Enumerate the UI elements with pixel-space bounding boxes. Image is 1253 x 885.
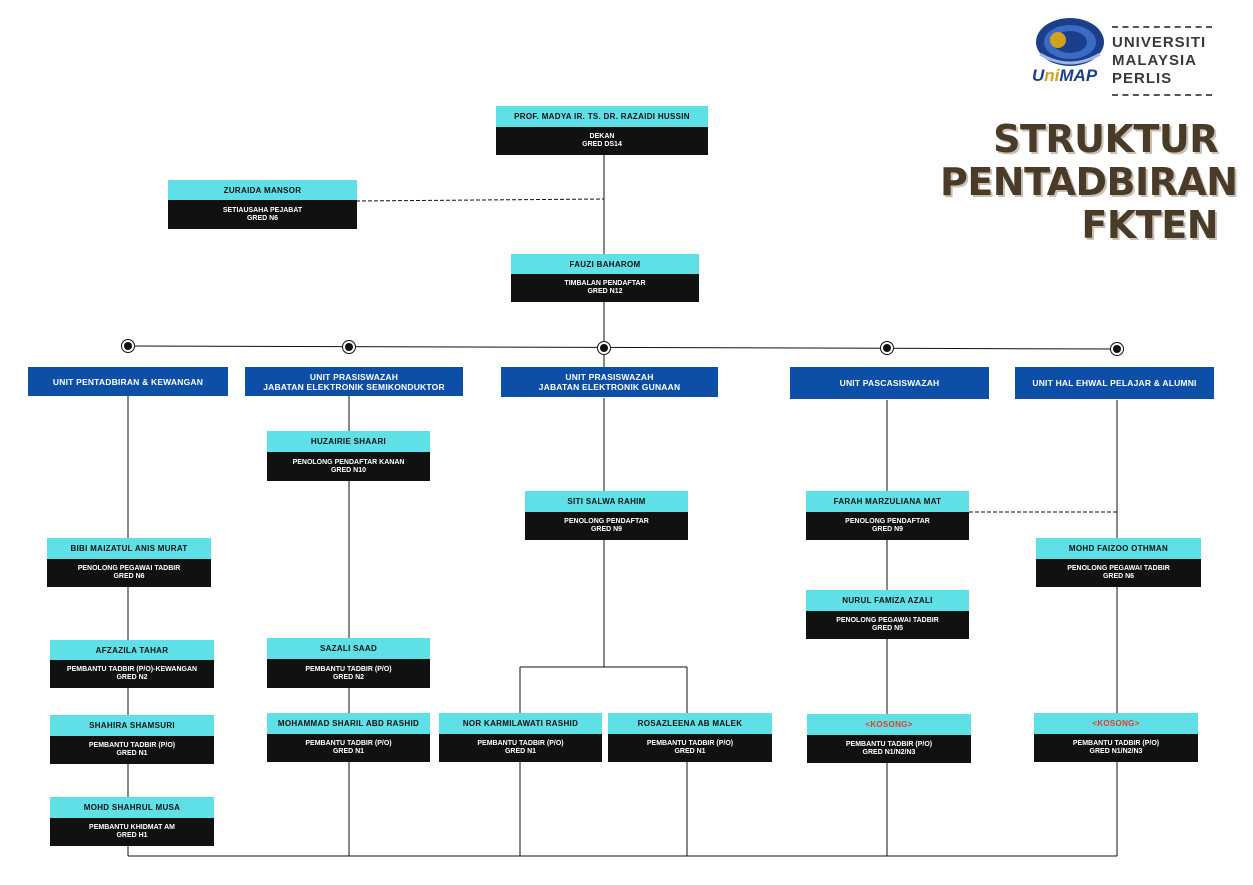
connector-dot bbox=[597, 341, 611, 355]
person-name: SAZALI SAAD bbox=[267, 638, 430, 659]
page-title: STRUKTUR PENTADBIRAN FKTEN bbox=[940, 117, 1238, 247]
position-title: PEMBANTU TADBIR (P/O)GRED N1/N2/N3 bbox=[807, 735, 971, 763]
vacant-label: <KOSONG> bbox=[807, 714, 971, 735]
vacant-box-pascasiswazah: <KOSONG> PEMBANTU TADBIR (P/O)GRED N1/N2… bbox=[807, 714, 971, 763]
staff-box-sharil: MOHAMMAD SHARIL ABD RASHID PEMBANTU TADB… bbox=[267, 713, 430, 762]
unit-pentadbiran-kewangan: UNIT PENTADBIRAN & KEWANGAN bbox=[28, 367, 228, 396]
person-name: MOHAMMAD SHARIL ABD RASHID bbox=[267, 713, 430, 734]
umap-emblem-icon bbox=[1036, 18, 1104, 66]
staff-box-faizoo: MOHD FAIZOO OTHMAN PENOLONG PEGAWAI TADB… bbox=[1036, 538, 1201, 587]
unit-label: UNIT PASCASISWAZAH bbox=[839, 378, 940, 388]
person-name: FAUZI BAHAROM bbox=[511, 254, 699, 274]
logo-abbreviation: UniMAP bbox=[1032, 66, 1098, 85]
unit-prasiswazah-semikonduktor: UNIT PRASISWAZAH JABATAN ELEKTRONIK SEMI… bbox=[245, 367, 463, 396]
person-name: SITI SALWA RAHIM bbox=[525, 491, 688, 512]
person-name: HUZAIRIE SHAARI bbox=[267, 431, 430, 452]
person-name: PROF. MADYA IR. TS. DR. RAZAIDI HUSSIN bbox=[496, 106, 708, 127]
unit-label: JABATAN ELEKTRONIK GUNAAN bbox=[538, 382, 681, 392]
university-logo: UNIVERSITI MALAYSIA PERLIS UniMAP bbox=[1030, 14, 1220, 100]
unit-label: UNIT PRASISWAZAH bbox=[309, 371, 399, 382]
position-title: PEMBANTU TADBIR (P/O)GRED N1/N2/N3 bbox=[1034, 734, 1198, 762]
person-name: NOR KARMILAWATI RASHID bbox=[439, 713, 602, 734]
logo-line-1: UNIVERSITI bbox=[1112, 34, 1207, 51]
staff-box-karmilawati: NOR KARMILAWATI RASHID PEMBANTU TADBIR (… bbox=[439, 713, 602, 762]
unit-prasiswazah-gunaan: UNIT PRASISWAZAH JABATAN ELEKTRONIK GUNA… bbox=[501, 367, 718, 397]
staff-box-sazali: SAZALI SAAD PEMBANTU TADBIR (P/O)GRED N2 bbox=[267, 638, 430, 688]
unit-label: UNIT PENTADBIRAN & KEWANGAN bbox=[52, 376, 204, 387]
connector-dot bbox=[342, 340, 356, 354]
dean-box: PROF. MADYA IR. TS. DR. RAZAIDI HUSSIN D… bbox=[496, 106, 708, 155]
staff-box-huzairie: HUZAIRIE SHAARI PENOLONG PENDAFTAR KANAN… bbox=[267, 431, 430, 481]
staff-box-famiza: NURUL FAMIZA AZALI PENOLONG PEGAWAI TADB… bbox=[806, 590, 969, 639]
person-name: NURUL FAMIZA AZALI bbox=[806, 590, 969, 611]
person-name: AFZAZILA TAHAR bbox=[50, 640, 214, 660]
connector-dot bbox=[121, 339, 135, 353]
person-name: MOHD FAIZOO OTHMAN bbox=[1036, 538, 1201, 559]
title-line-3: FKTEN bbox=[1081, 203, 1218, 247]
position-title: PEMBANTU TADBIR (P/O)GRED N1 bbox=[50, 736, 214, 764]
unit-label: UNIT PRASISWAZAH bbox=[565, 372, 654, 382]
logo-line-2: MALAYSIA bbox=[1112, 52, 1197, 69]
staff-box-rosazleena: ROSAZLEENA AB MALEK PEMBANTU TADBIR (P/O… bbox=[608, 713, 772, 762]
unit-pascasiswazah: UNIT PASCASISWAZAH bbox=[790, 367, 989, 399]
unit-hal-ehwal-pelajar: UNIT HAL EHWAL PELAJAR & ALUMNI bbox=[1015, 367, 1214, 399]
vacant-label: <KOSONG> bbox=[1034, 713, 1198, 734]
logo-line-3: PERLIS bbox=[1112, 70, 1173, 87]
position-title: PEMBANTU TADBIR (P/O)GRED N1 bbox=[267, 734, 430, 762]
person-name: ROSAZLEENA AB MALEK bbox=[608, 713, 772, 734]
unit-label: JABATAN ELEKTRONIK SEMIKONDUKTOR bbox=[263, 381, 445, 392]
person-name: ZURAIDA MANSOR bbox=[168, 180, 357, 200]
staff-box-afzazila: AFZAZILA TAHAR PEMBANTU TADBIR (P/O)-KEW… bbox=[50, 640, 214, 688]
person-name: MOHD SHAHRUL MUSA bbox=[50, 797, 214, 818]
person-name: BIBI MAIZATUL ANIS MURAT bbox=[47, 538, 211, 559]
connector-dot bbox=[1110, 342, 1124, 356]
person-name: SHAHIRA SHAMSURI bbox=[50, 715, 214, 736]
title-line-1: STRUKTUR bbox=[993, 117, 1218, 161]
position-title: PEMBANTU TADBIR (P/O)GRED N1 bbox=[608, 734, 772, 762]
unit-label: UNIT HAL EHWAL PELAJAR & ALUMNI bbox=[1032, 378, 1197, 388]
staff-box-bibi: BIBI MAIZATUL ANIS MURAT PENOLONG PEGAWA… bbox=[47, 538, 211, 587]
person-name: FARAH MARZULIANA MAT bbox=[806, 491, 969, 512]
staff-box-shahira: SHAHIRA SHAMSURI PEMBANTU TADBIR (P/O)GR… bbox=[50, 715, 214, 764]
position-title: PEMBANTU TADBIR (P/O)GRED N1 bbox=[439, 734, 602, 762]
vacant-box-hep: <KOSONG> PEMBANTU TADBIR (P/O)GRED N1/N2… bbox=[1034, 713, 1198, 762]
position-title: PEMBANTU TADBIR (P/O)GRED N2 bbox=[267, 659, 430, 688]
connector-dot bbox=[880, 341, 894, 355]
title-line-2: PENTADBIRAN bbox=[940, 160, 1238, 204]
